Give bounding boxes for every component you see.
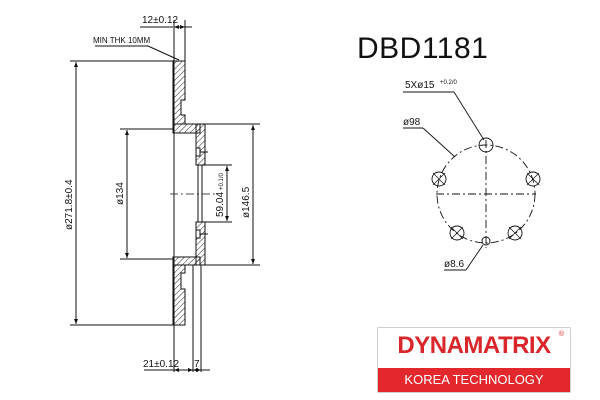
hub-offset-label: 7 [194, 359, 200, 370]
disc-thickness-label: 12±0.12 [142, 15, 179, 26]
brand-logo: DYNAMATRIX ® KOREA TECHNOLOGY [377, 327, 571, 393]
logo-tagline: KOREA TECHNOLOGY [378, 368, 570, 392]
hub-wall-top [195, 123, 206, 166]
min-thickness-note: MIN THK 10MM [93, 36, 151, 45]
bolt-hole [449, 225, 465, 241]
logo-brand-name: DYNAMATRIX [397, 332, 551, 359]
small-hole-label: ø8.6 [444, 259, 464, 270]
section-view [70, 20, 260, 372]
bolt-hole [507, 225, 523, 241]
bolt-hole [431, 171, 447, 187]
locating-hole [481, 236, 491, 246]
pitch-circle-label: ø98 [403, 117, 421, 128]
inner-diameter-label: ø134 [115, 182, 126, 205]
bolt-hole [478, 137, 494, 153]
disc-ring-top [172, 60, 186, 125]
outer-diameter-label: ø271.8±0.4 [64, 179, 75, 230]
part-number-title: DBD1181 [357, 32, 489, 65]
registered-mark: ® [558, 331, 564, 338]
hub-diameter-label: ø146.5 [241, 186, 252, 218]
center-bore-tolerance: +0.1/0 [219, 172, 225, 190]
hub-wall-bottom [195, 221, 206, 266]
bolt-holes-tolerance: +0.2/0 [440, 80, 458, 86]
bolt-holes-label: 5Xø15 [405, 80, 435, 91]
center-bore-label: 59.04 [215, 192, 226, 217]
disc-ring-bottom [172, 264, 186, 326]
overall-height-label: 21±0.12 [143, 359, 180, 370]
bolt-hole [525, 171, 541, 187]
bolt-pattern-view [403, 91, 541, 271]
